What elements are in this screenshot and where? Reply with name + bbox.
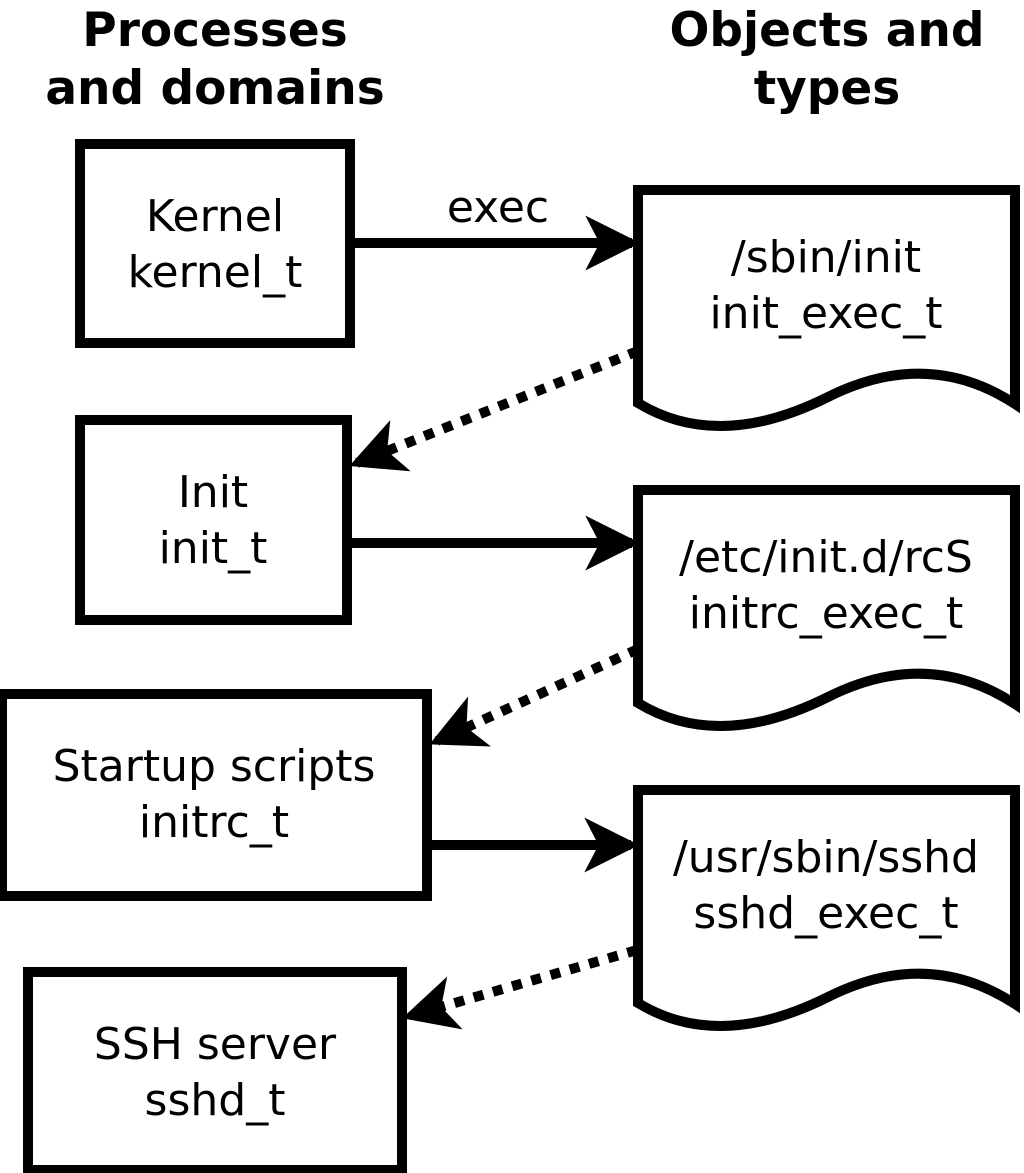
object-document-sbin-init [633, 185, 1020, 432]
exec-arrow-label: exec [447, 182, 549, 233]
process-domain-startup-scripts: initrc_t [139, 797, 289, 848]
object-node-sbin-init: /sbin/init init_exec_t [633, 185, 1020, 432]
exec-edges: exec [347, 182, 641, 873]
object-node-usr-sbin-sshd: /usr/sbin/sshd sshd_exec_t [633, 785, 1020, 1032]
object-path-sbin-init: /sbin/init [731, 232, 921, 283]
column-header-objects: Objects and types [669, 3, 984, 116]
object-path-usr-sbin-sshd: /usr/sbin/sshd [673, 832, 979, 883]
header-objects-line1: Objects and [669, 3, 984, 58]
process-box-startup-scripts [0, 689, 432, 901]
transition-arrow-initexec-to-init [349, 346, 640, 472]
process-domain-ssh-server: sshd_t [145, 1075, 286, 1126]
transition-arrow-initrcexec-to-initrc [429, 644, 641, 747]
process-box-init [75, 415, 352, 625]
process-node-startup-scripts: Startup scripts initrc_t [0, 689, 432, 901]
object-type-usr-sbin-sshd: sshd_exec_t [693, 888, 958, 939]
header-processes-line1: Processes [82, 3, 347, 58]
object-type-etc-initd-rcs: initrc_exec_t [689, 588, 963, 639]
header-objects-line2: types [754, 61, 901, 116]
process-domain-init: init_t [159, 523, 268, 574]
process-box-ssh-server [23, 967, 407, 1173]
process-name-kernel: Kernel [146, 191, 284, 242]
process-name-ssh-server: SSH server [94, 1019, 337, 1070]
column-header-processes: Processes and domains [45, 3, 384, 116]
process-node-ssh-server: SSH server sshd_t [23, 967, 407, 1173]
object-node-etc-initd-rcs: /etc/init.d/rcS initrc_exec_t [633, 485, 1020, 732]
process-box-kernel [75, 139, 355, 348]
header-processes-line2: and domains [45, 61, 384, 116]
process-node-init: Init init_t [75, 415, 352, 625]
object-document-etc-initd-rcs [633, 485, 1020, 732]
process-domain-kernel: kernel_t [128, 247, 303, 298]
object-path-etc-initd-rcs: /etc/init.d/rcS [679, 532, 973, 583]
transition-edges [349, 346, 641, 1030]
object-type-sbin-init: init_exec_t [709, 288, 942, 339]
transition-arrow-sshdexec-to-sshd [402, 945, 639, 1030]
process-node-kernel: Kernel kernel_t [75, 139, 355, 348]
process-name-startup-scripts: Startup scripts [53, 741, 376, 792]
object-document-usr-sbin-sshd [633, 785, 1020, 1032]
process-name-init: Init [178, 467, 248, 518]
